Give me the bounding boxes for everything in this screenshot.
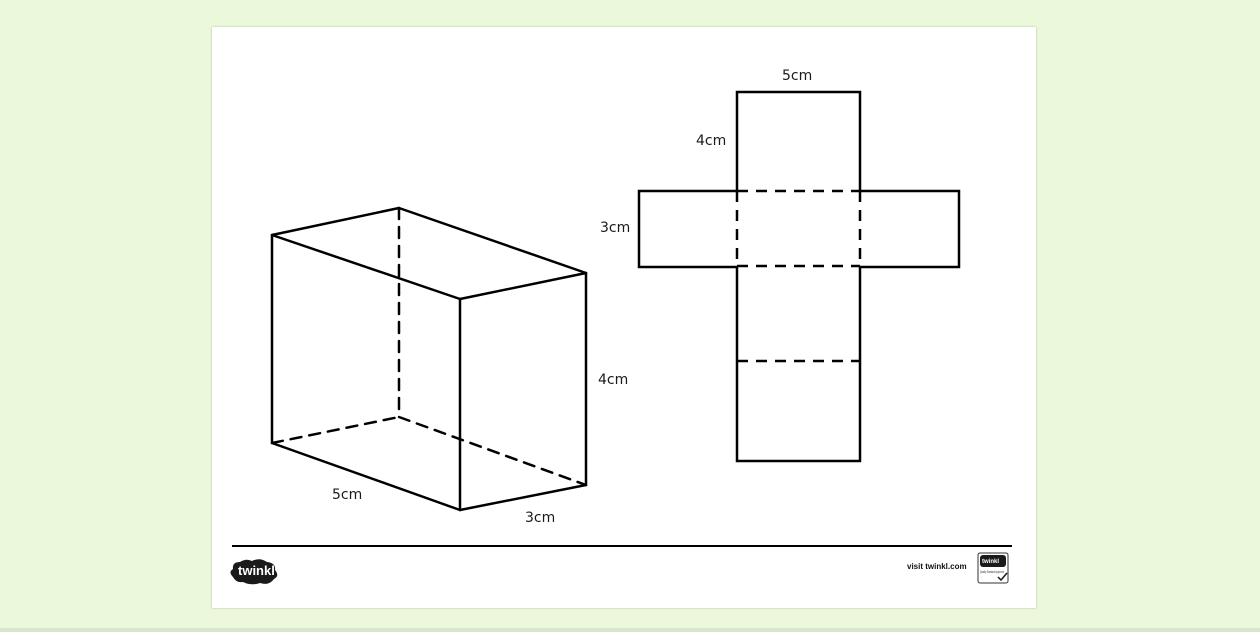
prism-hidden-bottom-back [397,415,588,487]
net-fold-lines [735,189,862,363]
twinkl-logo-cloud [230,559,278,585]
prism-length-label: 5cm [332,487,362,503]
prism-edge-top-right [458,271,588,301]
prism-height-label: 4cm [598,372,628,388]
prism-width-label: 3cm [525,510,555,526]
prism-edge-top-front [270,233,462,301]
badge-caption: Quality Standard Approved [980,570,1004,574]
net-side-label: 4cm [696,133,726,149]
prism-edge-top-back [397,206,588,275]
twinkl-logo[interactable]: twinkl [230,559,278,585]
prism-hidden-edges [270,206,588,487]
badge-logo-text: twinkl [982,559,999,565]
net-flap-label: 3cm [600,220,630,236]
prism-hidden-bottom-left [270,415,401,445]
visit-twinkl-link[interactable]: visit twinkl.com [907,562,967,571]
twinkl-logo-text: twinkl [238,563,275,578]
worksheet-page [212,27,1036,608]
page-bottom-edge [0,628,1260,632]
quality-standard-badge: twinkl Quality Standard Approved [977,552,1009,584]
prism-edge-bottom-right [458,483,588,512]
net-top-label: 5cm [782,68,812,84]
net-outline [637,90,961,463]
prism-edge-top-left [270,206,401,237]
prism-net [637,90,961,463]
prism-edge-bottom-front [270,441,462,512]
rectangular-prism [270,206,588,512]
badge-check-icon [997,572,1008,582]
